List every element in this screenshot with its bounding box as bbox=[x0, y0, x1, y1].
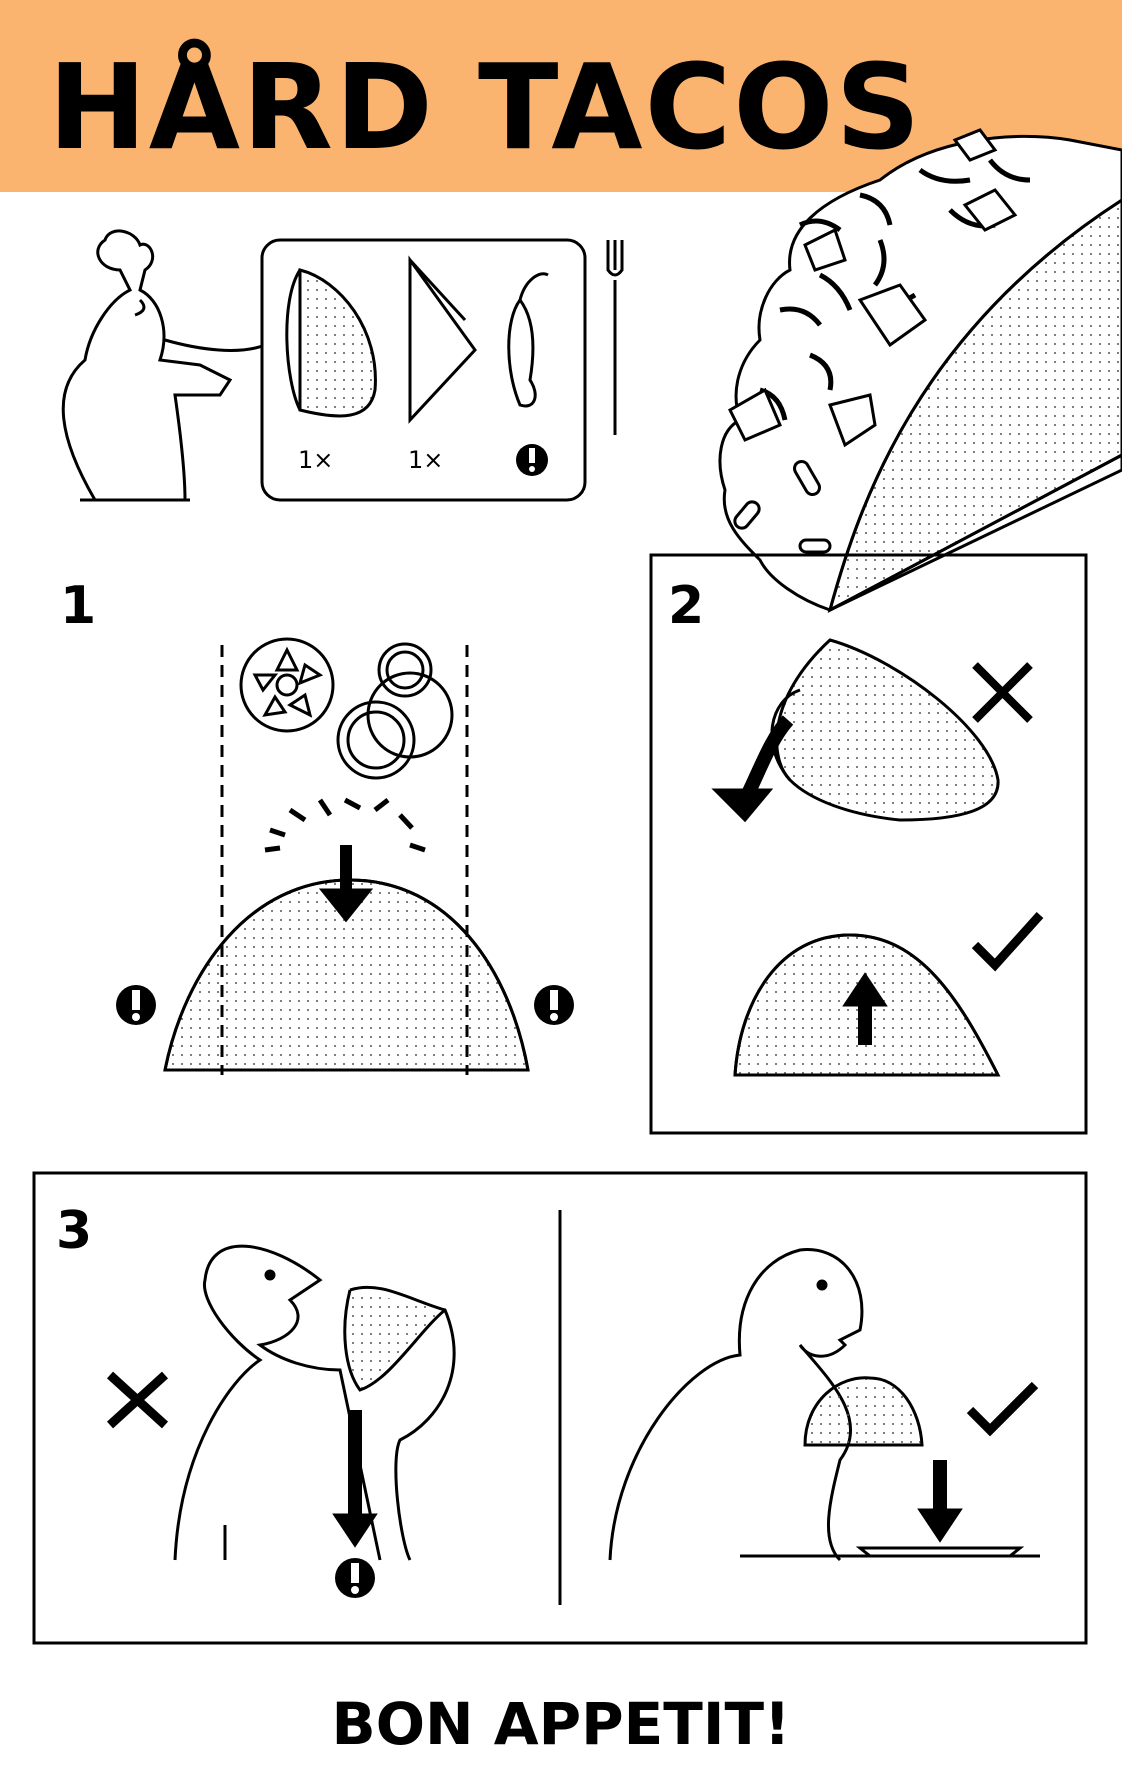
shell-quantity: 1× bbox=[298, 446, 334, 474]
chili-pepper-icon bbox=[507, 272, 549, 408]
warning-icon bbox=[116, 985, 156, 1025]
warning-icon bbox=[516, 444, 548, 476]
warning-icon bbox=[335, 1558, 375, 1598]
step3-panel bbox=[32, 1171, 1088, 1645]
step3-wrong-illustration bbox=[106, 1244, 456, 1561]
chef-figure bbox=[61, 229, 266, 502]
cheese-sprinkles-icon bbox=[264, 797, 426, 853]
shell-icon bbox=[285, 268, 377, 418]
fork-icon bbox=[606, 240, 624, 435]
page-title: HÅRD TACOS bbox=[48, 38, 923, 176]
step-2-number: 2 bbox=[668, 576, 705, 636]
warning-icon bbox=[534, 985, 574, 1025]
step1-illustration bbox=[163, 637, 530, 1075]
step2-panel bbox=[649, 553, 1088, 1135]
onion-rings-icon bbox=[336, 642, 454, 780]
footer-text: BON APPETIT! bbox=[331, 1690, 791, 1758]
step-3-number: 3 bbox=[56, 1201, 93, 1261]
napkin-quantity: 1× bbox=[408, 446, 444, 474]
napkin-icon bbox=[408, 255, 477, 424]
step-1-number: 1 bbox=[60, 576, 97, 636]
step3-right-illustration bbox=[608, 1248, 1040, 1562]
taco-illustration bbox=[718, 128, 1122, 613]
step2-illustration bbox=[711, 638, 1044, 1077]
tomato-icon bbox=[239, 637, 335, 733]
